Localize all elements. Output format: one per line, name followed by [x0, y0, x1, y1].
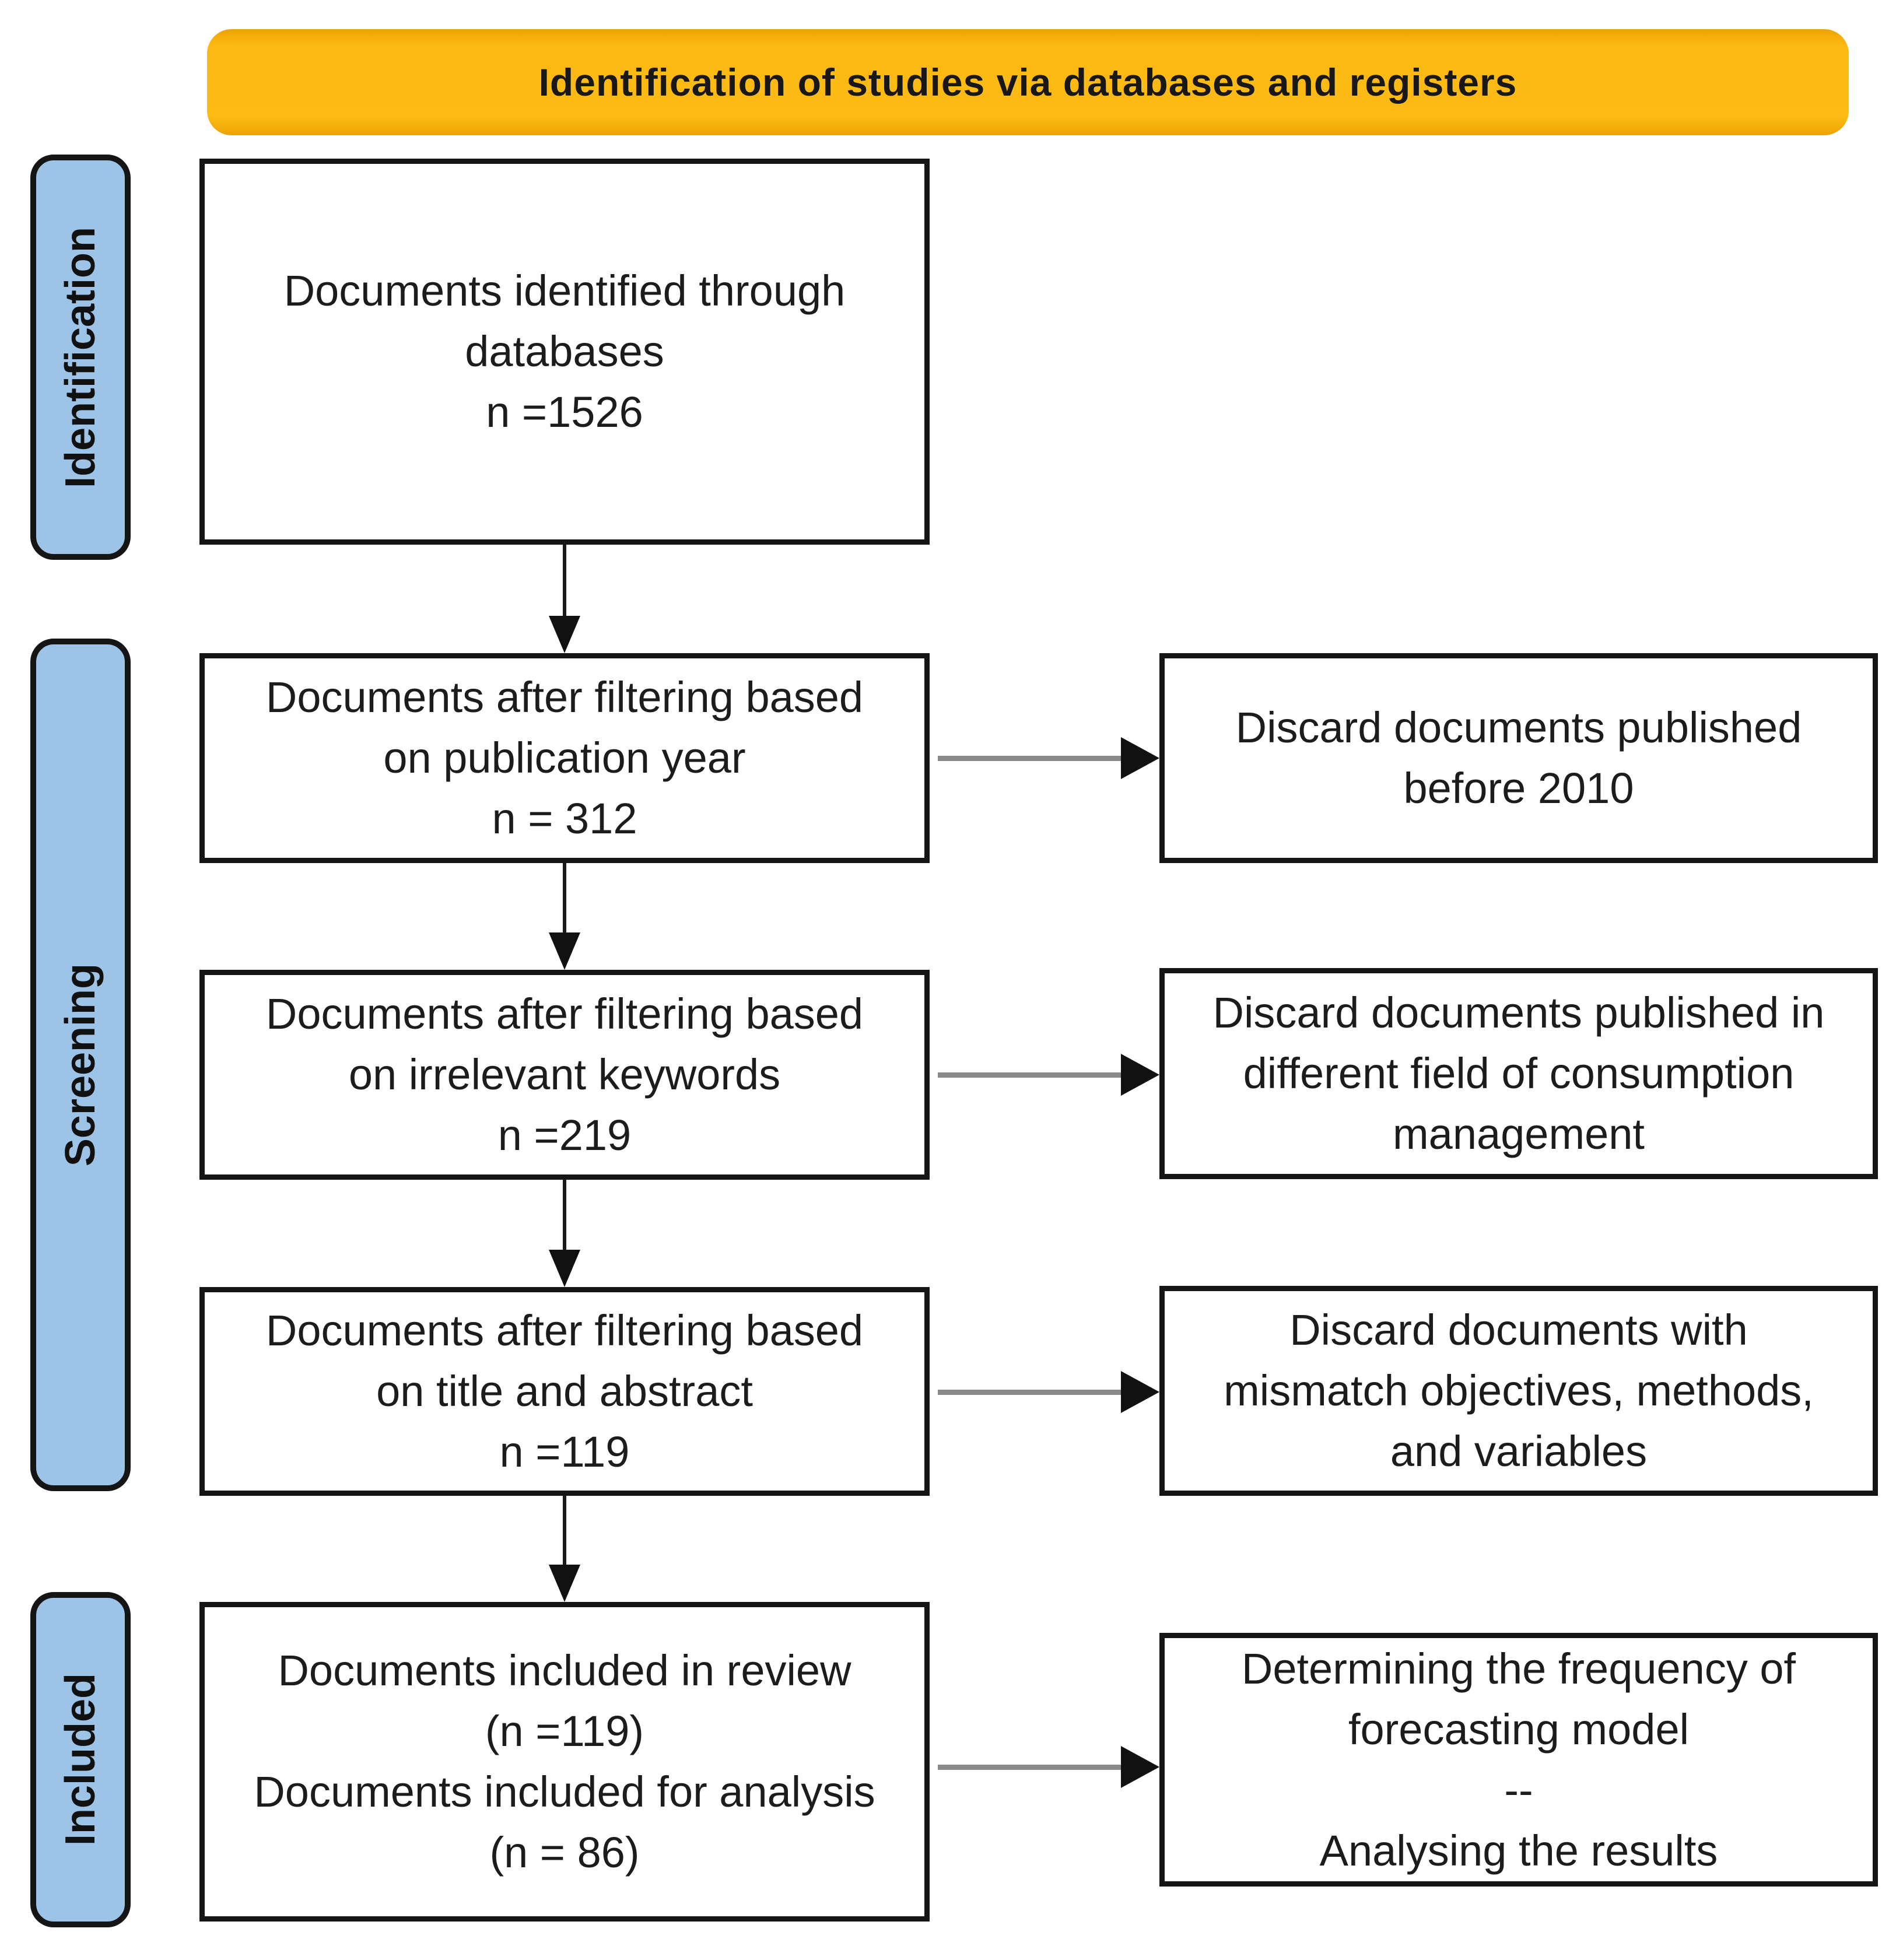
- box-line: Determining the frequency of: [1241, 1644, 1796, 1693]
- stage-label-included: Included: [30, 1592, 131, 1927]
- header-banner: Identification of studies via databases …: [207, 29, 1849, 135]
- box-line: and variables: [1390, 1427, 1648, 1475]
- arrow-down-1: [563, 545, 566, 617]
- stage-label-text: Included: [57, 1673, 104, 1846]
- box-line: on irrelevant keywords: [348, 1050, 781, 1099]
- box-line: on title and abstract: [376, 1367, 753, 1415]
- arrow-right-1-head-icon: [1121, 737, 1159, 779]
- arrow-right-4: [938, 1765, 1123, 1770]
- box-line: Discard documents with: [1289, 1306, 1748, 1354]
- box-determine-analyse: Determining the frequency of forecasting…: [1159, 1633, 1878, 1887]
- arrow-down-2: [563, 863, 566, 934]
- box-line: n = 312: [492, 794, 637, 843]
- box-line: Documents identified through: [283, 267, 846, 315]
- box-line: Documents included for analysis: [254, 1768, 875, 1816]
- box-line: Documents after filtering based: [265, 1306, 864, 1355]
- box-line: (n = 86): [489, 1828, 640, 1877]
- box-line: n =119: [499, 1428, 630, 1476]
- box-line: Analysing the results: [1319, 1826, 1718, 1875]
- box-line: on publication year: [383, 734, 746, 782]
- box-filter-keywords: Documents after filtering based on irrel…: [199, 970, 930, 1180]
- arrow-down-3: [563, 1180, 566, 1251]
- box-line: (n =119): [485, 1707, 644, 1755]
- box-line: Documents after filtering based: [265, 673, 864, 721]
- box-filter-title-abstract: Documents after filtering based on title…: [199, 1287, 930, 1496]
- box-included: Documents included in review (n =119) Do…: [199, 1602, 930, 1922]
- stage-label-identification: Identification: [30, 155, 131, 560]
- header-title: Identification of studies via databases …: [538, 61, 1517, 104]
- box-identified: Documents identified through databases n…: [199, 159, 930, 545]
- box-line: Documents after filtering based: [265, 990, 864, 1038]
- box-line: before 2010: [1403, 764, 1634, 812]
- arrow-down-3-head-icon: [549, 1250, 580, 1287]
- box-line: different field of consumption: [1243, 1049, 1795, 1098]
- box-line: n =219: [497, 1111, 632, 1159]
- box-discard-different-field: Discard documents published in different…: [1159, 968, 1878, 1179]
- box-line: management: [1393, 1110, 1645, 1158]
- stage-label-text: Screening: [57, 963, 104, 1167]
- arrow-down-1-head-icon: [549, 616, 580, 653]
- box-line: forecasting model: [1348, 1705, 1690, 1754]
- arrow-right-2-head-icon: [1121, 1054, 1159, 1096]
- arrow-right-4-head-icon: [1121, 1746, 1159, 1788]
- box-line: Discard documents published in: [1212, 988, 1825, 1037]
- box-line: --: [1504, 1765, 1533, 1814]
- arrow-right-2: [938, 1072, 1123, 1078]
- arrow-right-3-head-icon: [1121, 1371, 1159, 1413]
- arrow-down-2-head-icon: [549, 932, 580, 970]
- arrow-down-4-head-icon: [549, 1565, 580, 1602]
- box-line: databases: [465, 327, 664, 376]
- box-line: Discard documents published: [1235, 703, 1802, 752]
- box-line: Documents included in review: [278, 1646, 851, 1695]
- box-discard-before-2010: Discard documents published before 2010: [1159, 653, 1878, 863]
- stage-label-screening: Screening: [30, 639, 131, 1491]
- box-discard-mismatch: Discard documents with mismatch objectiv…: [1159, 1286, 1878, 1496]
- stage-label-text: Identification: [57, 226, 104, 488]
- arrow-down-4: [563, 1496, 566, 1566]
- box-line: n =1526: [486, 388, 643, 436]
- box-filter-year: Documents after filtering based on publi…: [199, 653, 930, 863]
- box-line: mismatch objectives, methods,: [1224, 1366, 1814, 1415]
- arrow-right-1: [938, 756, 1123, 761]
- arrow-right-3: [938, 1390, 1123, 1395]
